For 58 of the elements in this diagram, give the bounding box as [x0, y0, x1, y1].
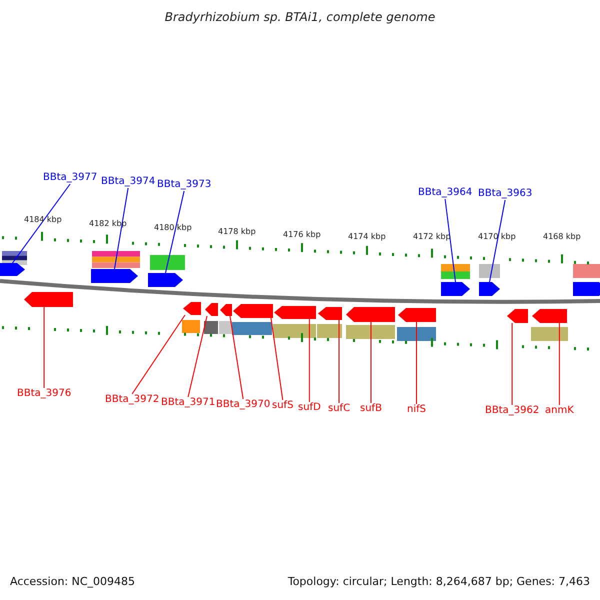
gene-feature	[183, 302, 201, 315]
gene-label: BBta_3972	[105, 394, 160, 406]
gene-feature	[205, 303, 218, 316]
gene-label: BBta_3963	[478, 188, 532, 200]
scale-label: 4168 kbp	[543, 232, 581, 241]
scale-label: 4176 kbp	[283, 230, 321, 239]
footer-text: Topology: circular; Length: 8,264,687 bp; Genes: 7,463	[288, 575, 590, 588]
leader-line	[230, 316, 244, 400]
leader-line	[338, 320, 340, 404]
gene-feature	[91, 269, 138, 283]
gene-label: nifS	[407, 404, 426, 416]
gene-label: sufD	[298, 402, 321, 414]
gene-feature	[346, 307, 395, 322]
leader-line	[114, 188, 129, 270]
scale-label: 4184 kbp	[24, 215, 62, 224]
leader-line	[558, 322, 560, 406]
gene-feature	[24, 292, 73, 307]
gene-feature	[573, 282, 600, 296]
scale-label: 4180 kbp	[154, 223, 192, 232]
gene-feature	[441, 282, 470, 296]
leader-line	[44, 306, 45, 388]
gene-feature	[274, 306, 316, 319]
leader-line	[165, 190, 185, 274]
gene-feature	[318, 307, 342, 320]
leader-line	[308, 318, 310, 402]
gene-feature	[398, 308, 436, 322]
gene-feature	[148, 273, 183, 287]
leader-line	[370, 322, 372, 404]
gene-label: BBta_3971	[161, 397, 216, 409]
scale-label: 4170 kbp	[478, 232, 516, 241]
scale-label: 4174 kbp	[348, 232, 386, 241]
gene-label: BBta_3974	[101, 176, 156, 188]
leader-line	[12, 184, 71, 264]
gene-feature	[0, 263, 25, 276]
gene-label: anmK	[545, 405, 574, 417]
title: Bradyrhizobium sp. BTAi1, complete genome	[164, 10, 436, 24]
gene-label: BBta_3970	[216, 399, 270, 411]
gene-label: BBta_3973	[157, 179, 212, 191]
gene-label: BBta_3964	[418, 187, 472, 199]
leader-line	[416, 322, 417, 404]
footer-text: Accession: NC_009485	[10, 575, 136, 588]
gene-feature	[220, 304, 232, 316]
gene-label: sufS	[272, 400, 294, 412]
gene-label: sufC	[328, 403, 350, 415]
gene-label: BBta_3977	[43, 172, 98, 184]
gene-label: sufB	[360, 403, 382, 415]
leader-line	[444, 198, 456, 282]
gene-feature	[507, 309, 528, 323]
leader-line	[132, 314, 186, 394]
gene-feature	[532, 309, 567, 323]
gene-feature	[479, 282, 500, 296]
leader-line	[512, 322, 513, 406]
scale-label: 4178 kbp	[218, 227, 256, 236]
gene-label: BBta_3976	[17, 388, 72, 400]
leader-line	[188, 316, 208, 398]
leader-line	[270, 318, 284, 400]
gene-label: BBta_3962	[485, 405, 540, 417]
leader-line	[489, 200, 506, 282]
